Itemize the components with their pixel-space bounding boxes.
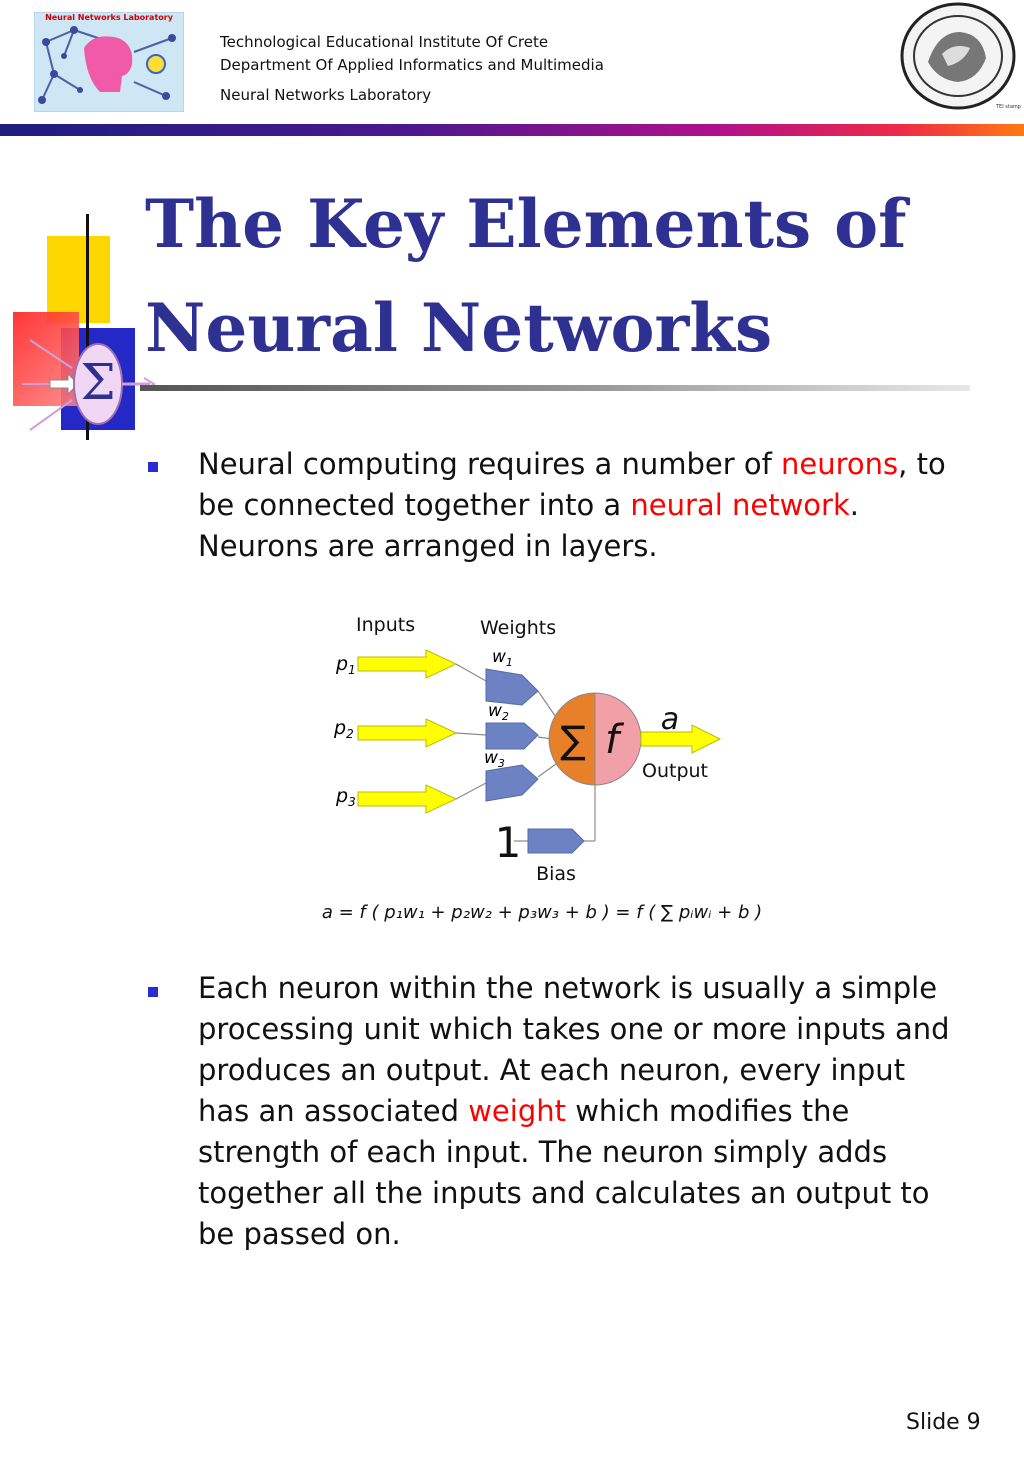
lab-logo-graphic <box>33 11 185 113</box>
weights-label: Weights <box>480 617 556 639</box>
text-run: . <box>849 488 859 522</box>
logo-caption: Neural Networks Laboratory <box>45 13 173 22</box>
input-arrow-2 <box>357 718 458 748</box>
seal-caption: TEI stamp <box>996 104 1021 110</box>
connection-lines <box>455 663 596 842</box>
bullet-text-2: Each neuron within the network is usuall… <box>198 968 998 1255</box>
input-symbol-3: p3 <box>335 785 356 809</box>
weight-symbol-1: w1 <box>492 647 513 669</box>
slide-title-line1: The Key Elements of <box>145 185 907 263</box>
text-run: be connected together into a <box>198 488 631 522</box>
neuron-diagram: Inputs Weights p1 p2 p3 w1 w2 w3 <box>320 605 780 935</box>
input-arrow-1 <box>357 649 458 679</box>
highlight-neural-network: neural network <box>630 488 850 522</box>
bullet-1-line2: be connected together into a neural netw… <box>198 485 998 526</box>
input-symbol-1: p1 <box>335 653 356 677</box>
decor-vertical-line <box>86 214 89 440</box>
bullet-2-line4: has an associated weight which modifies … <box>198 1091 998 1132</box>
decor-sigma: Σ <box>80 353 116 411</box>
bullet-2-line5: strength of each input. The neuron simpl… <box>198 1135 888 1169</box>
text-run: which modifies the <box>565 1094 850 1128</box>
lab-logo: Neural Networks Laboratory <box>33 11 185 113</box>
bullet-2-line2: processing unit which takes one or more … <box>198 1012 950 1046</box>
bias-value: 1 <box>495 818 522 867</box>
decor-yellow-square <box>47 236 110 323</box>
department-name: Department Of Applied Informatics and Mu… <box>220 56 604 74</box>
bullet-1-line3: Neurons are arranged in layers. <box>198 529 658 563</box>
weight-block-2 <box>485 722 539 750</box>
bullet-2-line3: produces an output. At each neuron, ever… <box>198 1053 906 1087</box>
neuron-icon-graphic <box>22 339 156 431</box>
text-run: has an associated <box>198 1094 469 1128</box>
summation-half <box>548 692 596 786</box>
weight-symbol-2: w2 <box>488 701 509 723</box>
seal-graphic <box>900 2 1016 110</box>
bullet-marker-2 <box>148 987 158 997</box>
input-arrow-3 <box>357 784 458 814</box>
bullet-marker-1 <box>148 462 158 472</box>
header-rule <box>0 124 1024 136</box>
bias-label: Bias <box>536 863 576 885</box>
output-label: Output <box>642 760 708 782</box>
slide-number: Slide 9 <box>906 1410 981 1435</box>
bullet-2-line7: be passed on. <box>198 1217 401 1251</box>
decor-neuron-icon: Σ <box>20 330 160 440</box>
weight-symbol-3: w3 <box>484 748 505 770</box>
output-symbol: a <box>661 702 679 737</box>
weight-block-3 <box>485 764 539 802</box>
neuron-formula: a = f ( p₁w₁ + p₂w₂ + p₃w₃ + b ) = f ( ∑… <box>322 902 762 923</box>
weight-block-1 <box>485 668 539 706</box>
title-underline <box>140 385 970 391</box>
inputs-label: Inputs <box>356 614 415 636</box>
institute-seal: TEI stamp <box>898 2 1022 114</box>
bullet-2-line6: together all the inputs and calculates a… <box>198 1176 930 1210</box>
lab-name: Neural Networks Laboratory <box>220 86 432 104</box>
bullet-text-1: Neural computing requires a number of ne… <box>198 444 998 567</box>
highlight-weight: weight <box>468 1094 566 1128</box>
slide-title-line2: Neural Networks <box>145 289 773 367</box>
text-run: Neural computing requires a number of <box>198 447 782 481</box>
sum-symbol: ∑ <box>560 718 586 762</box>
input-symbol-2: p2 <box>333 717 354 741</box>
institute-name: Technological Educational Institute Of C… <box>220 33 549 51</box>
bias-block <box>527 828 585 854</box>
neuron-diagram-svg: Inputs Weights p1 p2 p3 w1 w2 w3 <box>322 614 762 923</box>
bullet-2-line1: Each neuron within the network is usuall… <box>198 971 938 1005</box>
slide-title: The Key Elements of Neural Networks <box>145 172 907 380</box>
highlight-neurons: neurons <box>781 447 899 481</box>
text-run: , to <box>898 447 946 481</box>
output-arrow <box>640 724 722 754</box>
bullet-1-line1: Neural computing requires a number of ne… <box>198 444 998 485</box>
